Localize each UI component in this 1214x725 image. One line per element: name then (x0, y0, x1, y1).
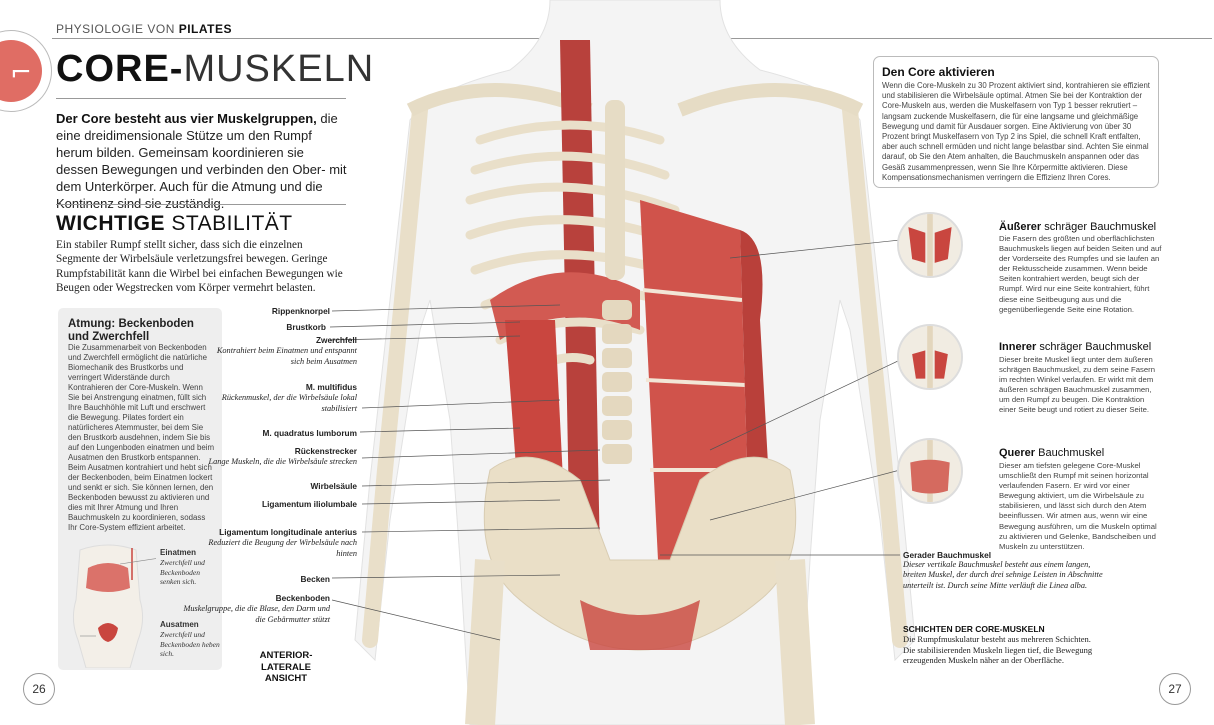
label-ligamentum-iliolumbale: Ligamentum iliolumbale (262, 499, 357, 509)
label-becken: Becken (300, 574, 330, 584)
external-oblique-title: Äußerer schräger Bauchmuskel (999, 221, 1157, 233)
inhale-text: Zwerchfell und Beckenboden senken sich. (160, 558, 205, 586)
label-wirbelsaeule: Wirbelsäule (310, 481, 358, 491)
external-oblique-inset (897, 212, 963, 278)
page-number-left: 26 (23, 673, 55, 705)
section-heading: WICHTIGE STABILITÄT (56, 212, 293, 235)
pilates-figure-icon: ⌐ (10, 58, 32, 88)
page-number-right: 27 (1159, 673, 1191, 705)
internal-oblique-inset (897, 324, 963, 390)
core-activation-box (873, 56, 1159, 188)
rectus-abdominis-label: Gerader Bauchmuskel Dieser vertikale Bau… (903, 550, 1103, 591)
label-rippenknorpel: Rippenknorpel (271, 306, 330, 316)
exhale-text: Zwerchfell und Beckenboden heben sich. (160, 630, 220, 658)
label-quadratus-lumborum: M. quadratus lumborum (262, 428, 358, 438)
breathing-box-title: Atmung: Beckenboden und Zwerchfell (68, 318, 194, 343)
breathing-figure-illustration (72, 544, 156, 668)
running-head: PHYSIOLOGIE VON PILATES (56, 22, 232, 36)
view-label: ANTERIOR-LATERALE ANSICHT (259, 650, 313, 684)
core-box-title: Den Core aktivieren (882, 65, 995, 79)
layers-title: SCHICHTEN DER CORE-MUSKELN (903, 624, 1045, 634)
breathing-box-text: Die Zusammenarbeit von Beckenboden und Z… (68, 343, 215, 532)
label-brustkorb: Brustkorb (286, 322, 326, 332)
exhale-title: Ausatmen (160, 620, 199, 629)
title-rule (56, 98, 346, 99)
transverse-abdominis-inset (897, 438, 963, 504)
transverse-abdominis-text: Dieser am tiefsten gelegene Core-Muskel … (999, 461, 1157, 551)
rectus-text: Dieser vertikale Bauchmuskel besteht aus… (903, 560, 1103, 590)
section-rule (56, 204, 346, 205)
layers-text: Die Rumpfmuskulatur besteht aus mehreren… (903, 634, 1093, 665)
external-oblique-text: Die Fasern des größten und oberflächlich… (999, 234, 1162, 314)
internal-oblique-text: Dieser breite Muskel liegt unter dem äuß… (999, 355, 1155, 415)
stability-paragraph: Ein stabiler Rumpf stellt sicher, dass s… (56, 239, 343, 295)
anatomy-illustration (354, 0, 916, 725)
transverse-abdominis-title: Querer Bauchmuskel (999, 447, 1105, 459)
inhale-title: Einatmen (160, 548, 197, 557)
rectus-title: Gerader Bauchmuskel (903, 550, 992, 560)
core-box-text: Wenn die Core-Muskeln zu 30 Prozent akti… (882, 81, 1150, 182)
page-title: CORE-MUSKELN (56, 48, 375, 90)
internal-oblique-title: Innerer schräger Bauchmuskel (999, 341, 1152, 353)
intro-paragraph: Der Core besteht aus vier Muskelgruppen,… (56, 111, 347, 211)
